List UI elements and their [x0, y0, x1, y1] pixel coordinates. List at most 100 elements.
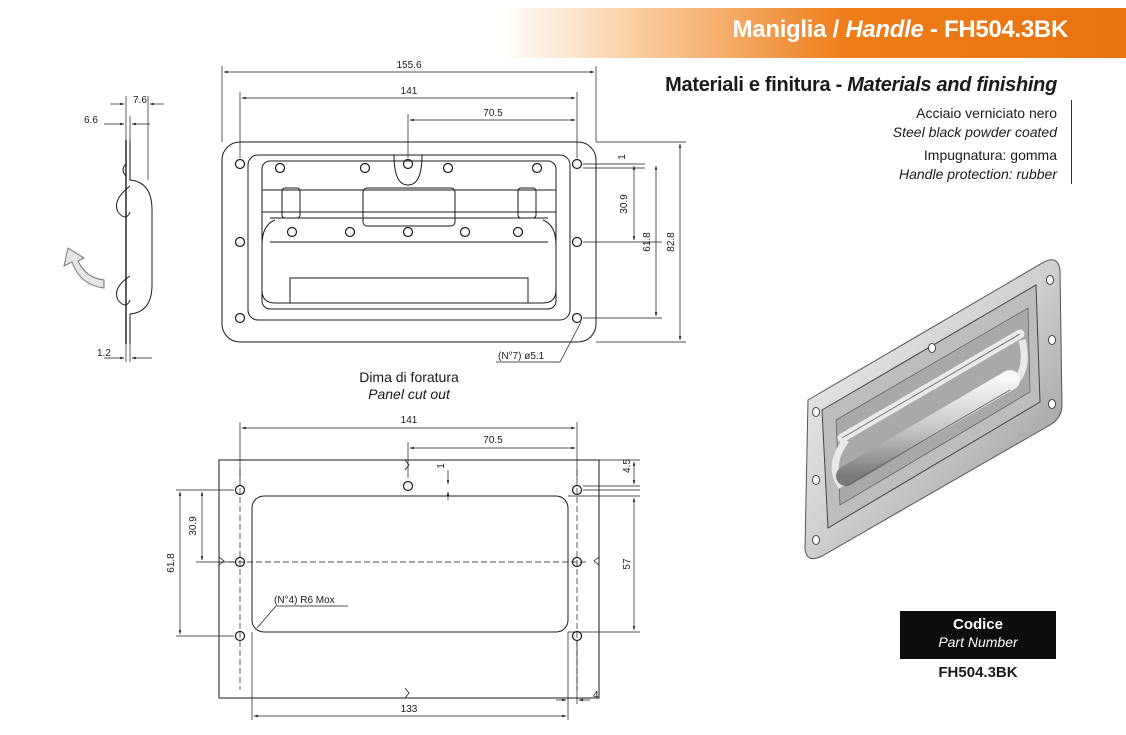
title-en: Handle — [845, 16, 924, 43]
dim-6-6: 6.6 — [84, 115, 98, 126]
hinge-strip — [270, 217, 548, 243]
cutout-view — [176, 422, 640, 720]
pivot-block — [362, 187, 456, 227]
hole — [359, 162, 371, 174]
side-notch — [122, 163, 127, 177]
title-code: FH504.3BK — [943, 16, 1068, 43]
handle-grip — [289, 277, 529, 304]
leader-line — [256, 605, 348, 629]
hole — [344, 226, 356, 238]
handle-bail — [261, 219, 557, 304]
dim-7-6: 7.6 — [133, 95, 147, 106]
recess-inner — [261, 160, 557, 310]
materials-title-dash: - — [830, 74, 848, 96]
dim-hole-spec: (N°7) ø5.1 — [498, 351, 545, 362]
extension-line — [583, 163, 645, 169]
top-view-dims: 155.6 141 70.5 1 30.9 61.8 82.8 (N°7) ø5… — [396, 60, 677, 362]
hole — [512, 226, 524, 238]
product-render — [804, 259, 1063, 560]
materials-list: Acciaio verniciato nero Steel black powd… — [893, 104, 1057, 184]
extension-line — [221, 66, 597, 142]
dim-141: 141 — [401, 415, 418, 426]
material-line: Handle protection: rubber — [899, 166, 1057, 182]
top-dimension-lines — [221, 66, 686, 363]
template-outline — [218, 459, 600, 699]
extension-line — [125, 344, 131, 362]
dim-70-5: 70.5 — [483, 108, 503, 119]
extension-line — [239, 92, 578, 158]
extension-line — [568, 459, 640, 633]
dim-4: 4 — [593, 690, 599, 701]
pivot-end-right — [517, 187, 537, 219]
top-notch — [393, 154, 423, 186]
side-pivot-upper — [116, 185, 131, 218]
hole — [234, 556, 246, 568]
side-body — [129, 140, 153, 344]
cutout-holes — [234, 480, 583, 642]
centerline — [239, 470, 578, 690]
materials-divider — [1071, 100, 1072, 184]
cutout-caption-en: Panel cut out — [368, 386, 451, 402]
dim-70-5: 70.5 — [483, 435, 503, 446]
hole — [234, 484, 246, 496]
hole — [402, 226, 414, 238]
materials-title-en: Materials and finishing — [847, 74, 1057, 96]
hole — [234, 236, 246, 248]
hole — [234, 630, 246, 642]
hole — [571, 158, 583, 170]
material-line: Impugnatura: gomma — [923, 147, 1057, 163]
hole — [571, 484, 583, 496]
dim-radius-spec: (N°4) R6 Mox — [274, 595, 335, 606]
material-line: Acciaio verniciato nero — [916, 105, 1057, 121]
mounting-holes — [234, 158, 583, 324]
dim-141: 141 — [401, 86, 418, 97]
dim-1: 1 — [617, 154, 628, 160]
extension-line — [239, 422, 578, 480]
part-number-box: Codice Part Number — [900, 611, 1056, 659]
hole — [571, 236, 583, 248]
dim-155-6: 155.6 — [396, 60, 421, 71]
extension-line — [176, 489, 234, 637]
top-view — [221, 66, 686, 363]
side-pivot-lower — [116, 275, 131, 306]
dim-82-8: 82.8 — [666, 232, 677, 252]
title-it: Maniglia — [732, 16, 827, 43]
hole — [571, 312, 583, 324]
cutout-caption-it: Dima di foratura — [359, 369, 459, 385]
dim-30-9: 30.9 — [188, 516, 199, 536]
recess-outline — [247, 154, 571, 321]
side-view-dims: 7.6 6.6 1.2 — [84, 95, 147, 359]
render-grip-edge — [845, 389, 1011, 487]
dim-61-8: 61.8 — [642, 232, 653, 252]
handle-pivot-rail — [262, 189, 556, 213]
render-grip — [836, 370, 1020, 486]
hole — [531, 162, 543, 174]
extension-line — [583, 141, 686, 343]
part-number-label-en: Part Number — [938, 634, 1018, 650]
header-banner: Maniglia / Handle - FH504.3BK — [500, 8, 1126, 58]
materials-title-it: Materiali e finitura — [665, 74, 831, 96]
dim-30-9: 30.9 — [619, 194, 630, 214]
rotation-arrow-icon — [63, 247, 105, 289]
part-number-value: FH504.3BK — [938, 664, 1018, 681]
material-line: Steel black powder coated — [892, 124, 1057, 140]
hole — [402, 480, 414, 492]
dim-1: 1 — [436, 463, 447, 469]
cutout-opening — [251, 495, 569, 633]
title-separator: / — [826, 16, 846, 43]
part-number-label-it: Codice — [952, 616, 1003, 633]
hole — [459, 226, 471, 238]
pivot-end-left — [281, 187, 301, 219]
dim-61-8: 61.8 — [166, 553, 177, 573]
hole — [274, 162, 286, 174]
materials-title: Materiali e finitura - Materials and fin… — [665, 74, 1057, 97]
render-pivot-edge — [841, 333, 1021, 439]
cutout-dims: 141 70.5 1 4.5 30.9 61.8 57 (N°4) R6 Mox… — [166, 415, 633, 715]
render-holes — [812, 275, 1056, 545]
dim-4-5: 4.5 — [622, 459, 633, 473]
centerlines — [229, 470, 589, 690]
title-dash: - — [923, 16, 944, 43]
extension-line — [125, 96, 149, 180]
hole — [286, 226, 298, 238]
